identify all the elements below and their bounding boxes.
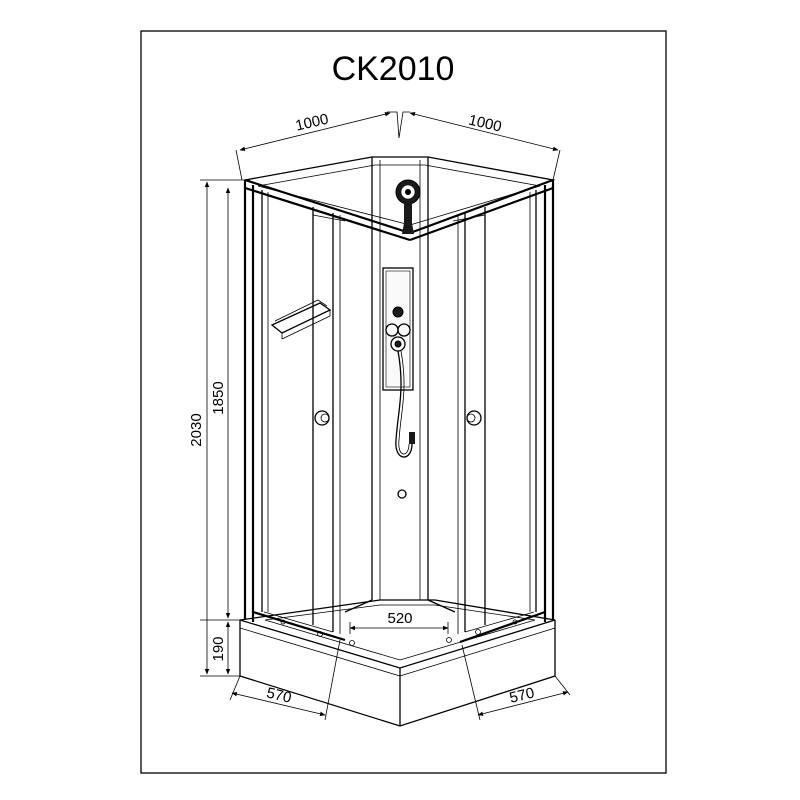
drawing-border — [140, 30, 667, 774]
left-sliding-door — [261, 190, 346, 634]
shower-head-icon — [395, 179, 421, 234]
drawing-title: CK2010 — [332, 50, 455, 88]
dim-top-left-width: 1000 — [294, 111, 330, 135]
top-dimension-group: 1000 1000 — [235, 111, 561, 181]
left-door-handle-icon — [314, 410, 330, 426]
dim-tray-front: 520 — [387, 610, 412, 627]
body-jet-icon — [397, 489, 407, 499]
right-sliding-door — [452, 190, 537, 634]
bottom-dimension-group: 570 570 — [229, 639, 571, 721]
shower-control-panel — [382, 267, 414, 391]
dim-bottom-left-width: 570 — [265, 685, 293, 707]
dim-cabin-height: 1850 — [210, 381, 227, 414]
left-dimension-group: 2030 1850 190 — [188, 179, 250, 677]
cabin-frame — [243, 156, 556, 644]
shower-tray — [239, 599, 556, 727]
right-door-handle-icon — [466, 410, 482, 426]
dim-tray-height: 190 — [210, 636, 227, 661]
dim-top-right-width: 1000 — [467, 112, 503, 136]
dim-total-height: 2030 — [188, 413, 205, 446]
shower-hose — [395, 350, 415, 458]
cabin-bottom-trim — [344, 599, 456, 613]
tray-front-dimension: 520 — [349, 610, 449, 634]
dim-bottom-right-width: 570 — [508, 685, 536, 707]
corner-shelf-icon — [270, 299, 332, 340]
